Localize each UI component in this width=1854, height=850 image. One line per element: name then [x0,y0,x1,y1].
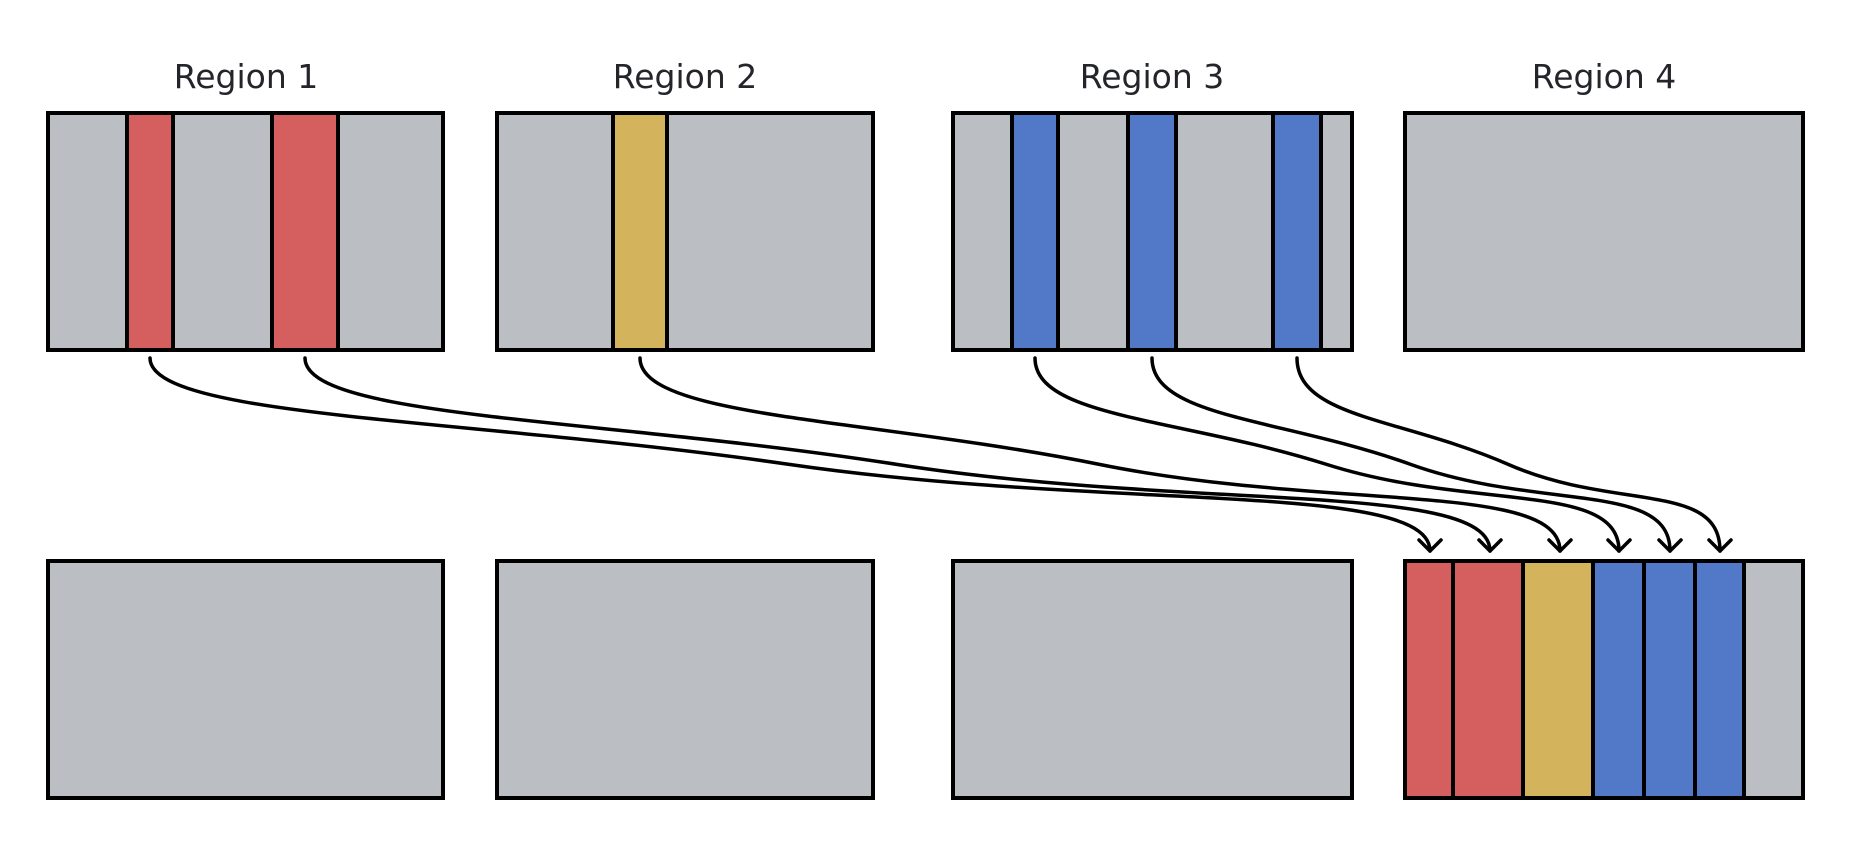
arrowhead-icon [1707,538,1733,553]
region-4-source-box [1403,111,1805,352]
destination-slot-4 [1591,559,1646,800]
region-1-destination-box [46,559,445,800]
destination-slot-3 [1521,559,1595,800]
arrowhead-icon [1606,538,1632,553]
region-3-destination-box [951,559,1354,800]
region-2-segment-1 [611,111,669,352]
destination-slot-2 [1451,559,1525,800]
transfer-curve-3 [638,356,1562,553]
region-2-destination-box [495,559,875,800]
region-3-segment-1 [1010,111,1060,352]
region-3-segment-2 [1126,111,1178,352]
destination-slot-6 [1693,559,1746,800]
region-4-title: Region 4 [1532,57,1676,96]
destination-slot-1 [1403,559,1455,800]
transfer-curve-6 [1295,356,1722,553]
transfer-curve-5 [1150,356,1672,553]
region-1-segment-2 [270,111,340,352]
destination-slot-5 [1642,559,1697,800]
arrowhead-icon [1417,538,1443,553]
region-1-segment-1 [125,111,175,352]
region-2-title: Region 2 [613,57,757,96]
region-1-title: Region 1 [174,57,318,96]
arrowhead-icon [1657,538,1683,553]
region-4-destination-outline [1403,559,1805,800]
transfer-curves [148,356,1733,553]
region-3-segment-3 [1271,111,1323,352]
transfer-curve-4 [1033,356,1621,553]
region-1-source-box [46,111,445,352]
bottom-row [46,559,1805,800]
arrowhead-icon [1547,538,1573,553]
transfer-curve-2 [303,356,1492,553]
region-2-source-box [495,111,875,352]
transfer-curve-1 [148,356,1432,553]
region-3-title: Region 3 [1080,57,1224,96]
top-row [46,111,1805,352]
arrowhead-icon [1477,538,1503,553]
